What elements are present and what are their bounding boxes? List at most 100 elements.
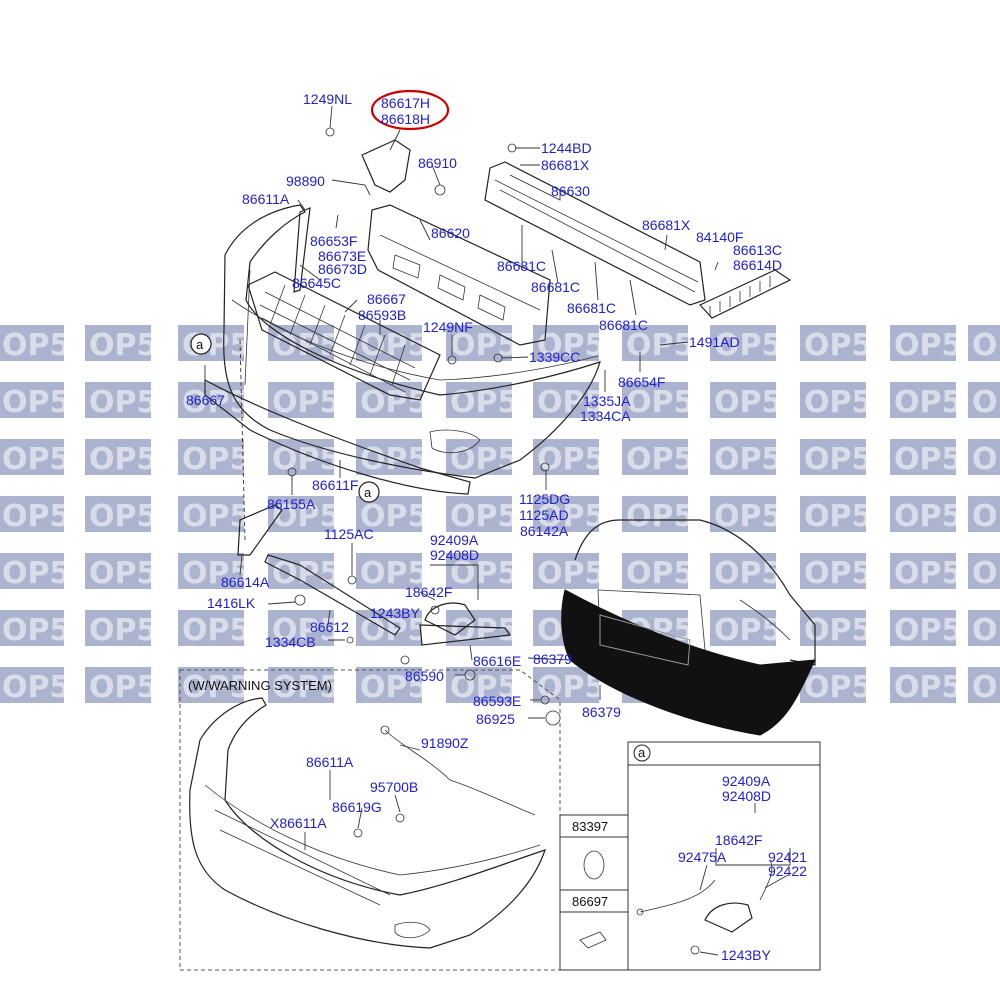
callout-86612: 86612 bbox=[310, 619, 349, 635]
callout-1335JA: 1335JA bbox=[583, 393, 631, 409]
watermark-tile bbox=[178, 439, 244, 475]
warning-system-box: (W/WARNING SYSTEM) bbox=[179, 669, 561, 971]
watermark-tile bbox=[446, 496, 512, 532]
watermark-tile bbox=[533, 325, 599, 361]
callout-1125DG: 1125DG bbox=[519, 491, 570, 507]
watermark-tile bbox=[0, 439, 64, 475]
callout-86630: 86630 bbox=[551, 183, 590, 199]
watermark-text: OP5 bbox=[2, 556, 70, 591]
callout-86620: 86620 bbox=[431, 225, 470, 241]
callout-86611A-2: 86611A bbox=[306, 754, 354, 770]
watermark-text: OP5 bbox=[182, 670, 250, 705]
watermark-tile bbox=[890, 439, 956, 475]
callout-86614D: 86614D bbox=[733, 257, 782, 273]
watermark-text: OP5 bbox=[714, 385, 782, 420]
watermark-text: OP5 bbox=[894, 670, 962, 705]
watermark-text: OP5 bbox=[89, 328, 157, 363]
callout-86619G: 86619G bbox=[332, 799, 382, 815]
detail-box-a: a bbox=[627, 741, 821, 971]
callout-1334CA: 1334CA bbox=[580, 408, 631, 424]
watermark-text: OP5 bbox=[804, 613, 872, 648]
watermark-text: OP5 bbox=[450, 556, 518, 591]
watermark-text: OP5 bbox=[360, 670, 428, 705]
watermark-text: OP5 bbox=[360, 499, 428, 534]
watermark-text: OP5 bbox=[714, 328, 782, 363]
watermark-tile bbox=[268, 382, 334, 418]
watermark-text: OP5 bbox=[894, 556, 962, 591]
watermark-tile bbox=[268, 610, 334, 646]
watermark-text: OP5 bbox=[89, 499, 157, 534]
bumper-bracket-center bbox=[367, 204, 551, 346]
watermark-text: OP5 bbox=[804, 670, 872, 705]
callout-86379-a: 86379 bbox=[533, 651, 572, 667]
watermark-text: OP5 bbox=[972, 556, 1000, 591]
watermark-text: OP5 bbox=[182, 499, 250, 534]
watermark-text: OP5 bbox=[714, 613, 782, 648]
callout-1249NF: 1249NF bbox=[423, 319, 473, 335]
back-beam bbox=[484, 161, 706, 306]
watermark-tile bbox=[268, 667, 334, 703]
watermark-tile bbox=[356, 667, 422, 703]
watermark-text: OP5 bbox=[894, 328, 962, 363]
callout-92422: 92422 bbox=[768, 863, 807, 879]
watermark-text: OP5 bbox=[450, 442, 518, 477]
callout-95700B: 95700B bbox=[370, 779, 418, 795]
watermark-text: OP5 bbox=[360, 613, 428, 648]
watermark-text: OP5 bbox=[626, 328, 694, 363]
parts-table: 83397 86697 bbox=[559, 814, 629, 971]
callout-86925: 86925 bbox=[476, 711, 515, 727]
watermark-text: OP5 bbox=[626, 556, 694, 591]
bumper-cover-main bbox=[204, 204, 601, 495]
watermark-tile bbox=[85, 439, 151, 475]
watermark-tile bbox=[356, 610, 422, 646]
watermark-tile bbox=[710, 496, 776, 532]
table-cell-86697: 86697 bbox=[572, 894, 608, 909]
watermark-tile bbox=[446, 439, 512, 475]
watermark-tile bbox=[800, 496, 866, 532]
watermark-tile bbox=[0, 667, 64, 703]
watermark-tile bbox=[890, 496, 956, 532]
watermark-tile bbox=[968, 325, 1000, 361]
watermark-tile bbox=[85, 667, 151, 703]
callout-86155A: 86155A bbox=[267, 496, 316, 512]
callout-86142A: 86142A bbox=[520, 523, 569, 539]
callout-1243BY-1: 1243BY bbox=[370, 605, 420, 621]
watermark-text: OP5 bbox=[537, 385, 605, 420]
watermark-text: OP5 bbox=[804, 499, 872, 534]
watermark-text: OP5 bbox=[804, 442, 872, 477]
callout-86611A: 86611A bbox=[242, 191, 290, 207]
callout-92421: 92421 bbox=[768, 849, 807, 865]
callout-86614A: 86614A bbox=[221, 574, 270, 590]
callout-86654F: 86654F bbox=[618, 374, 665, 390]
watermark-tile bbox=[800, 553, 866, 589]
watermark-text: OP5 bbox=[182, 556, 250, 591]
callout-86645C: 86645C bbox=[292, 275, 341, 291]
watermark-text: OP5 bbox=[450, 385, 518, 420]
watermark-text: OP5 bbox=[2, 442, 70, 477]
watermark-tile bbox=[446, 553, 512, 589]
watermark-text: OP5 bbox=[972, 328, 1000, 363]
watermark-text: OP5 bbox=[2, 328, 70, 363]
callout-86590: 86590 bbox=[405, 668, 444, 684]
watermark-tile bbox=[622, 382, 688, 418]
watermark-tile bbox=[178, 553, 244, 589]
watermark-text: OP5 bbox=[972, 385, 1000, 420]
watermark-text: OP5 bbox=[894, 385, 962, 420]
watermark-text: OP5 bbox=[714, 556, 782, 591]
watermark-text: OP5 bbox=[804, 556, 872, 591]
watermark-tile bbox=[890, 553, 956, 589]
callout-92408D-1: 92408D bbox=[430, 547, 479, 563]
highlight-line-1: 86617H bbox=[381, 95, 430, 111]
watermark-text: OP5 bbox=[2, 499, 70, 534]
callout-84140F: 84140F bbox=[696, 229, 743, 245]
watermark-text: OP5 bbox=[894, 442, 962, 477]
svg-text:a: a bbox=[638, 745, 646, 760]
callout-86681X-1: 86681X bbox=[541, 157, 590, 173]
svg-text:a: a bbox=[196, 337, 204, 352]
watermark-text: OP5 bbox=[2, 385, 70, 420]
watermark-tile bbox=[800, 439, 866, 475]
watermark-text: OP5 bbox=[804, 328, 872, 363]
watermark-text: OP5 bbox=[182, 385, 250, 420]
callout-86593E: 86593E bbox=[473, 693, 521, 709]
